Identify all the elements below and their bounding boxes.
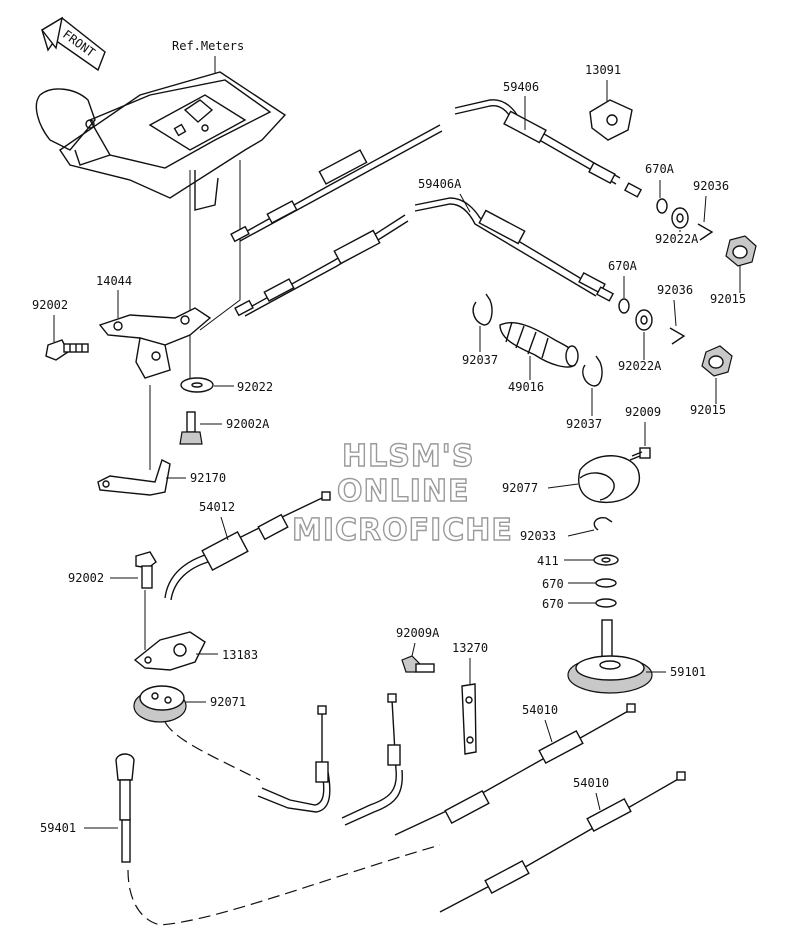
callout-59406: 59406 bbox=[503, 80, 539, 94]
clip-92033-part bbox=[593, 516, 613, 531]
watermark: HLSM'S ONLINE MICROFICHE bbox=[291, 438, 513, 548]
bolt-92002A-part bbox=[179, 411, 203, 445]
boot-49016-part bbox=[499, 321, 579, 368]
bracket-14044-part bbox=[98, 307, 212, 379]
bolt-92002-part bbox=[135, 551, 157, 589]
callout-92022A-2: 92022A bbox=[618, 359, 662, 373]
washer-411-part bbox=[593, 554, 619, 566]
ring-670A-part bbox=[618, 298, 630, 314]
watermark-line-1: HLSM'S bbox=[342, 439, 474, 474]
callout-92009: 92009 bbox=[625, 405, 661, 419]
nut-92015-part bbox=[701, 345, 733, 377]
bracket-92170-part bbox=[97, 385, 171, 496]
clip-92036-part bbox=[669, 327, 686, 345]
cable-59406-part bbox=[230, 99, 643, 243]
callout-92170: 92170 bbox=[190, 471, 226, 485]
clip-92037-part bbox=[472, 293, 493, 326]
cable-54012-part bbox=[164, 491, 331, 601]
ref-meters-label: Ref.Meters bbox=[172, 39, 244, 53]
callout-92033: 92033 bbox=[520, 529, 556, 543]
callout-92015-1: 92015 bbox=[710, 292, 746, 306]
callout-92037-2: 92037 bbox=[566, 417, 602, 431]
callout-59401: 59401 bbox=[40, 821, 76, 835]
block-13091-part bbox=[589, 99, 633, 141]
bolt-92009A-part bbox=[401, 655, 435, 673]
callout-54010-2: 54010 bbox=[573, 776, 609, 790]
callout-49016: 49016 bbox=[508, 380, 544, 394]
plate-13270-part bbox=[461, 683, 477, 755]
callout-59406A: 59406A bbox=[418, 177, 462, 191]
callout-14044: 14044 bbox=[96, 274, 132, 288]
washer-92022-part bbox=[180, 377, 214, 393]
callout-92002-2: 92002 bbox=[68, 571, 104, 585]
callout-670A-1: 670A bbox=[645, 162, 675, 176]
callout-92022A-1: 92022A bbox=[655, 232, 699, 246]
washer-92022A-part bbox=[635, 309, 653, 331]
callout-13091: 13091 bbox=[585, 63, 621, 77]
callout-92071: 92071 bbox=[210, 695, 246, 709]
callout-92036-1: 92036 bbox=[693, 179, 729, 193]
callout-92077: 92077 bbox=[502, 481, 538, 495]
callout-92036-2: 92036 bbox=[657, 283, 693, 297]
lever-59401-part bbox=[115, 753, 135, 863]
callout-92002A: 92002A bbox=[226, 417, 270, 431]
clip-92037-part bbox=[582, 355, 603, 387]
callout-54010-1: 54010 bbox=[522, 703, 558, 717]
callouts: 59406 13091 59406A 670A 92036 92022A 920… bbox=[32, 63, 746, 835]
callout-670A-2: 670A bbox=[608, 259, 638, 273]
cable-54010-part bbox=[439, 771, 686, 913]
callout-13183: 13183 bbox=[222, 648, 258, 662]
callout-92002-1: 92002 bbox=[32, 298, 68, 312]
knob-92077-part bbox=[578, 455, 641, 504]
bolt-92009-part bbox=[629, 447, 651, 461]
plate-13183-part bbox=[133, 631, 206, 671]
watermark-line-2: ONLINE bbox=[337, 474, 470, 509]
callout-670-1: 670 bbox=[542, 577, 564, 591]
leader-line bbox=[127, 844, 441, 926]
leader-line bbox=[164, 721, 261, 781]
front-arrow-icon: FRONT bbox=[40, 16, 106, 72]
callout-411: 411 bbox=[537, 554, 559, 568]
meter-bracket-part bbox=[35, 71, 287, 211]
callout-13270: 13270 bbox=[452, 641, 488, 655]
callout-92037-1: 92037 bbox=[462, 353, 498, 367]
bolt-92002-part bbox=[45, 339, 89, 361]
washer-92022A-part bbox=[671, 207, 689, 229]
watermark-line-3: MICROFICHE bbox=[292, 513, 513, 548]
leader-line bbox=[199, 160, 241, 331]
clip-92036-part bbox=[697, 223, 714, 241]
ring-670-part bbox=[595, 578, 617, 588]
cable-59406A-part bbox=[234, 197, 615, 317]
callout-670-2: 670 bbox=[542, 597, 564, 611]
base-59101-part bbox=[567, 619, 653, 694]
nut-92015-part bbox=[725, 235, 757, 267]
ring-670-part bbox=[595, 598, 617, 608]
callout-92009A: 92009A bbox=[396, 626, 440, 640]
callout-92015-2: 92015 bbox=[690, 403, 726, 417]
callout-92022: 92022 bbox=[237, 380, 273, 394]
cable-bent-part bbox=[257, 693, 403, 826]
ring-670A-part bbox=[656, 198, 668, 214]
grommet-92071-part bbox=[133, 685, 187, 723]
cable-54010-part bbox=[394, 703, 636, 836]
callout-54012: 54012 bbox=[199, 500, 235, 514]
callout-59101: 59101 bbox=[670, 665, 706, 679]
